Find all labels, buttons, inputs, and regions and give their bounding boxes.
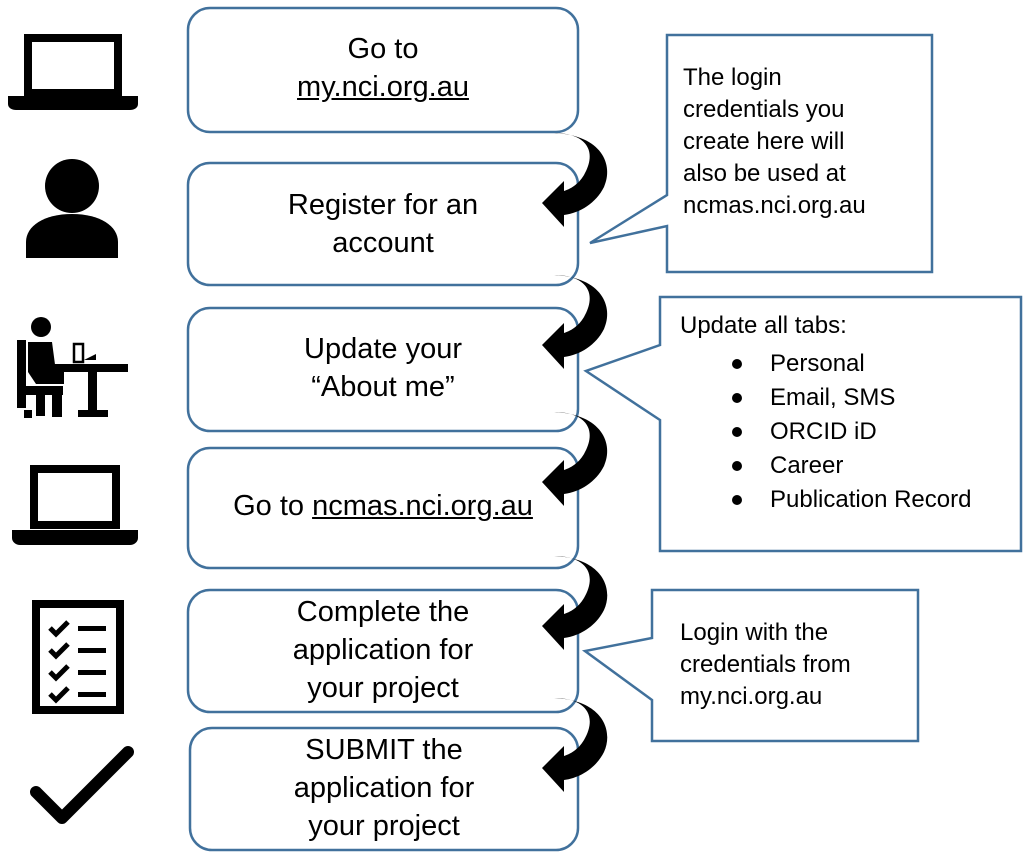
callout-login-line: Login with the bbox=[680, 619, 829, 646]
callout-credentials-text: The login credentials you create here wi… bbox=[683, 62, 923, 222]
callout-credentials-line: The login bbox=[683, 64, 782, 91]
step-6-line3: your project bbox=[308, 810, 460, 842]
callout-about-me-shape bbox=[583, 295, 1023, 553]
step-6-line2: application for bbox=[293, 772, 475, 804]
step-box-2 bbox=[186, 161, 580, 287]
step-1-link[interactable]: my.nci.org.au bbox=[297, 71, 469, 103]
callout-credentials-line: ncmas.nci.org.au bbox=[683, 192, 866, 219]
step-5-line3: your project bbox=[307, 672, 459, 704]
laptop-icon bbox=[8, 34, 138, 110]
step-1-text: Go to my.nci.org.au bbox=[188, 30, 578, 106]
step-6-text: SUBMIT the application for your project bbox=[190, 731, 578, 845]
step-3-line1: Update your bbox=[304, 333, 462, 365]
list-item: Email, SMS bbox=[726, 381, 1016, 415]
callout-about-me-list: Personal Email, SMS ORCID iD Career Publ… bbox=[726, 347, 1016, 517]
callout-credentials-line: create here will bbox=[683, 128, 845, 155]
list-item: Personal bbox=[726, 347, 1016, 381]
step-5-text: Complete the application for your projec… bbox=[188, 593, 578, 707]
step-2-line2: account bbox=[332, 227, 434, 259]
checkmark-icon bbox=[30, 746, 134, 824]
callout-about-me-heading: Update all tabs: bbox=[680, 312, 847, 339]
step-box-3 bbox=[186, 306, 580, 433]
callout-login-shape bbox=[581, 588, 920, 743]
list-item: Career bbox=[726, 449, 1016, 483]
step-5-line1: Complete the bbox=[296, 596, 470, 628]
step-2-text: Register for an account bbox=[188, 186, 578, 262]
step-6-line1: SUBMIT the bbox=[305, 734, 463, 766]
step-1-prefix: Go to bbox=[347, 33, 419, 65]
user-icon bbox=[26, 159, 118, 258]
step-4-text: Go to ncmas.nci.org.au bbox=[188, 487, 578, 525]
step-3-text: Update your “About me” bbox=[188, 330, 578, 406]
callout-login-text: Login with the credentials from my.nci.o… bbox=[680, 617, 910, 713]
checklist-icon bbox=[32, 600, 124, 714]
callout-credentials-line: also be used at bbox=[683, 160, 846, 187]
person-at-desk-icon bbox=[17, 317, 128, 418]
step-box-5 bbox=[186, 588, 580, 714]
step-box-1 bbox=[186, 6, 580, 134]
callout-credentials-line: credentials you bbox=[683, 96, 845, 123]
laptop-icon bbox=[12, 465, 138, 545]
callout-credentials-shape bbox=[589, 33, 934, 274]
callout-login-line: credentials from bbox=[680, 651, 851, 678]
step-box-6 bbox=[188, 726, 580, 852]
step-box-4 bbox=[186, 446, 580, 570]
step-3-line2: “About me” bbox=[311, 371, 455, 403]
step-4-prefix: Go to bbox=[233, 490, 313, 522]
step-4-link[interactable]: ncmas.nci.org.au bbox=[312, 490, 533, 522]
list-item: Publication Record bbox=[726, 483, 1016, 517]
step-2-line1: Register for an bbox=[287, 189, 479, 221]
callout-login-line: my.nci.org.au bbox=[680, 683, 823, 710]
step-5-line2: application for bbox=[292, 634, 474, 666]
list-item: ORCID iD bbox=[726, 415, 1016, 449]
